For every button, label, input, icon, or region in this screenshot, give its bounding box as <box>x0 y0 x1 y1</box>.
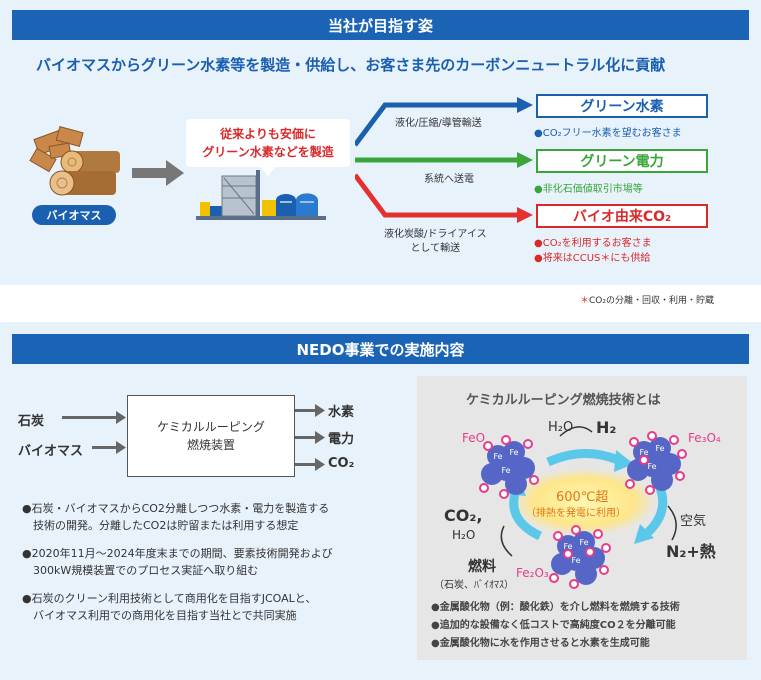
fe3o4-molecule-cluster <box>625 431 687 495</box>
power-note: ●非化石価値取引市場等 <box>534 184 643 195</box>
bullet-1-line2: 技術の開発。分離したCO2は貯留または利用する想定 <box>22 519 299 532</box>
co2-note-2: ●将来はCCUS＊にも供給 <box>534 253 651 264</box>
fe-label: Fe <box>571 556 580 565</box>
output-hydrogen: 水素 <box>328 405 355 420</box>
n2-heat-label: N₂+熱 <box>666 542 716 561</box>
input-coal: 石炭 <box>18 414 45 429</box>
fe-label: Fe <box>639 448 648 457</box>
bullet-1-line1: ●石炭・バイオマスからCO2分離しつつ水素・電力を製造する <box>22 502 330 515</box>
section1-panel <box>0 0 761 285</box>
tech-bullet-1: ●金属酸化物（例：酸化鉄）を介し燃料を燃焼する技術 <box>431 602 680 613</box>
temperature-note-label: （排熱を発電に利用） <box>526 508 626 519</box>
fe3o4-label: Fe₃O₄ <box>688 431 721 445</box>
green-hydrogen-box: グリーン水素 <box>536 94 708 118</box>
air-label: 空気 <box>680 514 707 529</box>
tech-bullet-3: ●金属酸化物に水を作用させると水素を生成可能 <box>431 638 650 649</box>
h2o-left-label: H₂O <box>452 528 476 542</box>
heat-glow <box>512 468 656 536</box>
output-arrows <box>295 404 325 471</box>
fe2o3-molecule-cluster <box>549 525 611 589</box>
co2-route-label: 液化炭酸/ドライアイス として輸送 <box>384 228 487 256</box>
biomass-logs-icon <box>29 126 120 196</box>
footnote-mark: ＊ <box>580 296 590 306</box>
h2o-top-label: H₂O <box>548 420 574 435</box>
co2-note-1: ●CO₂を利用するお客さま <box>534 238 652 249</box>
footnote-text: CO₂の分離・回収・利用・貯蔵 <box>589 296 714 306</box>
co2-route-label-line1: 液化炭酸/ドライアイス <box>384 229 487 240</box>
fe-label: Fe <box>563 542 572 551</box>
h2-label: H₂ <box>596 418 617 437</box>
fe-label: Fe <box>647 462 656 471</box>
device-line1: ケミカルルーピング <box>157 420 265 434</box>
feo-label: FeO <box>462 431 486 445</box>
input-biomass: バイオマス <box>18 444 84 459</box>
process-arrow-icon <box>132 160 184 186</box>
output-co2: CO₂ <box>328 456 355 471</box>
input-arrows <box>62 411 126 454</box>
section1-heading: 当社が目指す姿 <box>12 10 749 40</box>
fe-label: Fe <box>493 452 502 461</box>
hydrogen-route-label: 液化/圧縮/導管輸送 <box>395 118 482 129</box>
device-line2: 燃焼装置 <box>186 438 235 452</box>
bubble-line2: グリーン水素などを製造 <box>202 145 334 159</box>
bullet-3-line1: ●石炭のクリーン利用技術として商用化を目指すJCOALと、 <box>22 592 317 605</box>
section2-heading: NEDO事業での実施内容 <box>12 334 749 364</box>
fe-label: Fe <box>509 448 518 457</box>
co2-left-label: CO₂, <box>444 506 483 525</box>
chemical-looping-device-box: ケミカルルーピング 燃焼装置 <box>127 395 295 477</box>
fe-label: Fe <box>655 444 664 453</box>
route-arrows <box>355 97 533 223</box>
fuel-note-label: （石炭、ﾊﾞｲｵﾏｽ） <box>434 580 514 591</box>
temperature-label: 600℃超 <box>556 490 609 505</box>
fuel-label: 燃料 <box>468 559 496 575</box>
bullet-1: ●石炭・バイオマスからCO2分離しつつ水素・電力を製造する 技術の開発。分離した… <box>22 500 392 534</box>
bullet-2-line1: ●2020年11月〜2024年度末までの期間、要素技術開発および <box>22 547 333 560</box>
co2-route-arrow <box>355 173 517 218</box>
cost-speech-bubble: 従来よりも安価に グリーン水素などを製造 <box>186 119 350 167</box>
fe-label: Fe <box>579 538 588 547</box>
ccus-footnote: ＊CO₂の分離・回収・利用・貯蔵 <box>580 293 714 306</box>
cycle-arrow-top <box>546 448 620 467</box>
hydrogen-route-arrow <box>355 102 517 147</box>
green-power-box: グリーン電力 <box>536 149 708 173</box>
section1-lead: バイオマスからグリーン水素等を製造・供給し、お客さま先のカーボンニュートラル化に… <box>36 56 666 74</box>
bullet-2: ●2020年11月〜2024年度末までの期間、要素技術開発および 300kW規模… <box>22 545 392 579</box>
output-power: 電力 <box>328 432 355 447</box>
bubble-tail-icon <box>260 166 276 176</box>
feo-molecule-cluster <box>479 435 539 499</box>
air-arrow <box>667 505 677 541</box>
hydrogen-note: ●CO₂フリー水素を望むお客さま <box>534 128 682 139</box>
chemical-looping-diagram: Fe Fe Fe Fe Fe Fe Fe Fe Fe <box>479 426 687 589</box>
biomass-tag: バイオマス <box>32 205 116 225</box>
fuel-arrow <box>500 525 513 557</box>
bullet-3-line2: バイオマス利用での商用化を目指す当社とで共同実施 <box>22 609 297 622</box>
bubble-line1: 従来よりも安価に <box>220 127 316 141</box>
fe-label: Fe <box>501 466 510 475</box>
tech-title: ケミカルルーピング燃焼技術とは <box>466 393 661 408</box>
fe2o3-label: Fe₂O₃ <box>516 566 549 580</box>
water-arrow <box>559 426 593 437</box>
bio-co2-box: バイオ由来CO₂ <box>536 204 708 228</box>
co2-route-label-line2: として輸送 <box>410 243 461 254</box>
plant-facility-icon <box>196 170 326 220</box>
bullet-3: ●石炭のクリーン利用技術として商用化を目指すJCOALと、 バイオマス利用での商… <box>22 590 392 624</box>
power-route-label: 系統へ送電 <box>424 174 474 185</box>
tech-bullet-2: ●追加的な設備なく低コストで高純度CO２を分離可能 <box>431 620 676 631</box>
bullet-2-line2: 300kW規模装置でのプロセス実証へ取り組む <box>22 564 259 577</box>
